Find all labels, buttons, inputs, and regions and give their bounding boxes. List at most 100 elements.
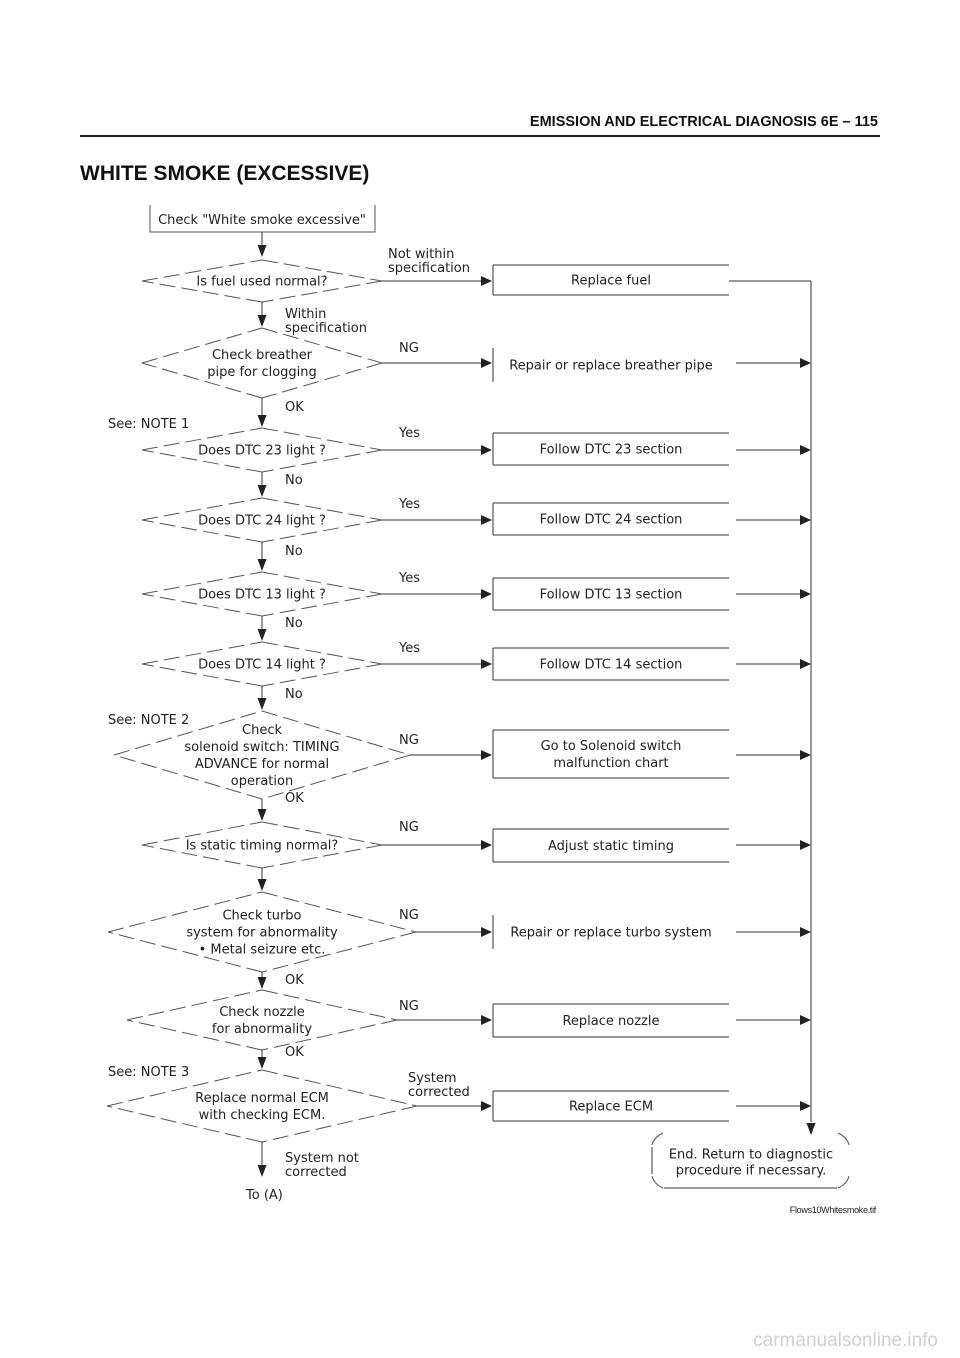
diamond-edge: [261, 1105, 418, 1143]
branch-label: NG: [399, 820, 419, 835]
diamond-edge: [261, 571, 383, 595]
diamond-edge: [141, 844, 263, 869]
diamond-edge: [261, 844, 383, 869]
arrow-right-icon: [800, 589, 811, 599]
arrow-down-icon: [257, 698, 267, 710]
note-label: See: NOTE 2: [108, 713, 189, 728]
down-label: OK: [285, 1045, 304, 1060]
arrow-down-icon: [257, 1165, 267, 1177]
arrow-right-icon: [481, 276, 492, 286]
branch-label: NG: [399, 999, 419, 1014]
diamond-edge: [261, 821, 383, 846]
action-label: Follow DTC 13 section: [540, 588, 683, 603]
diamond-edge: [261, 280, 383, 303]
arrow-right-icon: [800, 927, 811, 937]
branch-label: System: [408, 1071, 456, 1086]
diamond-edge: [141, 497, 263, 521]
diamond-edge: [261, 449, 383, 473]
arrow-right-icon: [481, 589, 492, 599]
decision-label: Does DTC 23 light ?: [198, 444, 326, 459]
diamond-edge: [261, 259, 383, 282]
decision-label: Check breather: [212, 348, 313, 363]
decision-label: Check turbo: [222, 909, 301, 924]
page-title: WHITE SMOKE (EXCESSIVE): [80, 162, 370, 185]
diamond-edge: [141, 663, 263, 687]
decision-label: Is static timing normal?: [186, 839, 339, 854]
decision-label: Is fuel used normal?: [196, 275, 327, 290]
down-label: No: [285, 473, 303, 488]
arrow-right-icon: [800, 840, 811, 850]
diamond-edge: [141, 821, 263, 846]
diamond-edge: [261, 663, 383, 687]
arrow-down-icon: [257, 415, 267, 427]
decision-label: Does DTC 13 light ?: [198, 588, 326, 603]
arrow-right-icon: [800, 358, 811, 368]
arrow-right-icon: [481, 1015, 492, 1025]
diamond-edge: [126, 1019, 263, 1051]
action-label: Follow DTC 24 section: [540, 513, 683, 528]
arrow-down-icon: [257, 809, 267, 821]
down-label: specification: [285, 321, 367, 336]
arrow-right-icon: [800, 1015, 811, 1025]
diamond-edge: [261, 989, 398, 1021]
action-label: Go to Solenoid switch: [541, 739, 682, 754]
branch-label: Not within: [388, 247, 454, 262]
branch-label: NG: [399, 341, 419, 356]
arrow-down-icon: [257, 559, 267, 571]
down-label: No: [285, 544, 303, 559]
diamond-edge: [107, 891, 263, 933]
arrow-down-icon: [257, 879, 267, 891]
diamond-edge: [107, 931, 263, 973]
arrow-right-icon: [800, 1101, 811, 1111]
diamond-edge: [141, 427, 263, 451]
down-label: OK: [285, 791, 304, 806]
arrow-right-icon: [481, 659, 492, 669]
decision-label: operation: [231, 774, 293, 789]
branch-label: Yes: [398, 641, 420, 656]
arrow-right-icon: [800, 445, 811, 455]
end-box-corner: [837, 1175, 850, 1189]
branch-label: Yes: [398, 571, 420, 586]
decision-label: Does DTC 24 light ?: [198, 514, 326, 529]
arrow-right-icon: [481, 515, 492, 525]
end-box-corner: [651, 1132, 664, 1146]
end-label: procedure if necessary.: [676, 1164, 827, 1179]
down-label: OK: [285, 973, 304, 988]
branch-label: Yes: [398, 426, 420, 441]
diamond-edge: [106, 1105, 263, 1143]
branch-label: specification: [388, 261, 470, 276]
down-label: No: [285, 616, 303, 631]
note-label: See: NOTE 3: [108, 1065, 189, 1080]
arrow-right-icon: [800, 750, 811, 760]
arrow-right-icon: [481, 927, 492, 937]
arrow-right-icon: [481, 1101, 492, 1111]
diamond-edge: [261, 1069, 418, 1107]
branch-label: Yes: [398, 497, 420, 512]
decision-label: with checking ECM.: [199, 1108, 326, 1123]
header-rule: [80, 135, 880, 137]
branch-label: NG: [399, 733, 419, 748]
end-box-corner: [837, 1132, 850, 1146]
action-label: Repair or replace breather pipe: [509, 359, 713, 374]
diamond-edge: [261, 497, 383, 521]
decision-label: • Metal seizure etc.: [199, 943, 326, 958]
down-label: System not: [285, 1151, 359, 1166]
arrow-right-icon: [800, 659, 811, 669]
decision-label: Replace normal ECM: [195, 1091, 329, 1106]
diamond-edge: [141, 519, 263, 543]
arrow-down-icon: [257, 315, 267, 327]
diamond-edge: [261, 710, 411, 756]
arrow-down-icon: [257, 629, 267, 641]
start-box-label: Check "White smoke excessive": [158, 213, 366, 228]
end-box-corner: [651, 1175, 664, 1189]
diamond-edge: [141, 280, 263, 303]
diamond-edge: [141, 449, 263, 473]
decision-label: for abnormality: [212, 1022, 312, 1037]
diamond-edge: [126, 989, 263, 1021]
diamond-edge: [113, 710, 263, 756]
to-a-label: To (A): [245, 1188, 283, 1203]
arrow-right-icon: [481, 840, 492, 850]
action-label: Replace fuel: [571, 274, 651, 289]
diamond-edge: [113, 754, 263, 800]
